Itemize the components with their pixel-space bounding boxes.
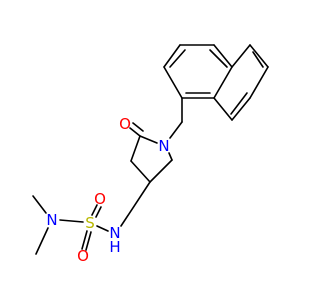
molecule-structure: N O N H S O O N [32, 44, 269, 265]
ring-nitrogen-label: N [158, 137, 169, 155]
ring-bond [130, 135, 141, 162]
ring-bond [149, 159, 173, 183]
naphthalene-double-bond [209, 49, 228, 68]
naphthalene-double-bond [230, 92, 248, 115]
bond-group [32, 44, 269, 255]
atom-labels: N O N H S O O N [46, 115, 169, 265]
naphthalene-double-bond [252, 51, 264, 68]
sulfonamide-nitrogen-label: N [109, 224, 120, 242]
carbonyl-bond [129, 127, 141, 137]
naphthalene-bond [213, 97, 233, 121]
ring-bond [139, 135, 158, 144]
methylene-nitrogen-bond [169, 121, 183, 139]
naphthalene-double-bond [169, 49, 186, 68]
sulfonyl-oxygen-bottom-label: O [77, 247, 89, 265]
sulfonyl-double-bond [81, 230, 88, 250]
naphthalene-bond [163, 44, 181, 68]
dimethylamine-nitrogen-label: N [46, 211, 57, 229]
sulfonamide-bond [96, 225, 109, 232]
sulfur-label: S [85, 214, 95, 232]
naphthalene-bond [213, 44, 233, 68]
naphthalene-bond [163, 66, 183, 99]
carbonyl-double-bond [132, 122, 144, 132]
naphthalene-bond [231, 44, 251, 68]
sulfonyl-oxygen-top-label: O [94, 190, 106, 208]
naphthalene-bond [213, 66, 233, 99]
naphthalene-bond [231, 97, 251, 121]
amine-bond [120, 181, 151, 227]
naphthalene-bond [249, 44, 269, 68]
sulfonyl-double-bond [95, 206, 102, 218]
sulfonyl-double-bond [85, 231, 92, 251]
carbonyl-oxygen-label: O [119, 115, 131, 133]
ring-bond [168, 152, 173, 161]
sulfur-nitrogen-bond [59, 219, 84, 223]
molecule-canvas: N O N H S O O N [32, 44, 269, 265]
methyl-bond [32, 195, 47, 214]
methyl-bond [35, 227, 49, 255]
amine-hydrogen-label: H [109, 238, 120, 256]
naphthalene-bond [249, 66, 269, 99]
sulfonyl-double-bond [91, 204, 98, 216]
ring-bond [130, 160, 151, 183]
